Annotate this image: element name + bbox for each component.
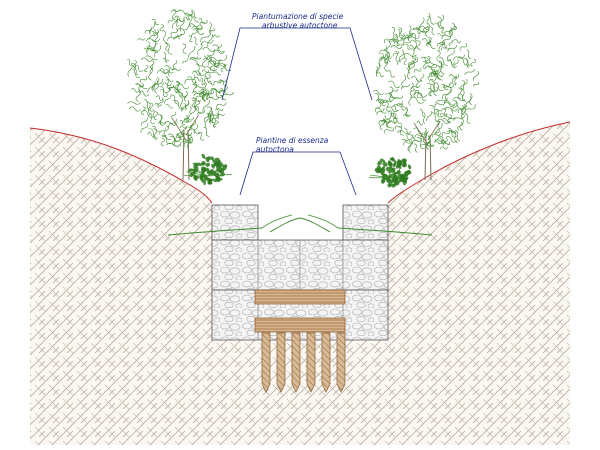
wooden-stake-icon bbox=[321, 332, 331, 393]
wooden-stake-icon bbox=[276, 332, 286, 393]
wooden-stake-icon bbox=[291, 332, 301, 393]
soil-section bbox=[29, 121, 571, 445]
wooden-stake-icon bbox=[261, 332, 271, 393]
label-shrubs: Piantumazione di specie arbustive autoct… bbox=[221, 12, 373, 101]
shrub-right bbox=[369, 157, 412, 188]
wooden-stake-icon bbox=[306, 332, 316, 393]
wood-log-lower bbox=[254, 317, 346, 333]
wooden-stake-icon bbox=[336, 332, 346, 393]
leader-shrubs bbox=[221, 27, 373, 101]
tree-icon bbox=[372, 12, 480, 181]
tree-left bbox=[127, 8, 235, 181]
label-shrubs-line1: Piantumazione di specie bbox=[252, 12, 344, 21]
stakes-group bbox=[261, 332, 346, 393]
tree-icon bbox=[127, 8, 235, 181]
label-plants-line2: autoctona bbox=[256, 145, 294, 154]
label-shrubs-line2: arbustive autoctone bbox=[262, 21, 338, 30]
shrub-left bbox=[184, 153, 232, 186]
label-plants: Piantine di essenza autoctona bbox=[239, 136, 357, 196]
gabion-structure bbox=[211, 204, 389, 341]
gabion-top-left bbox=[211, 204, 259, 241]
leader-plants bbox=[239, 151, 357, 196]
gabion-top-right bbox=[342, 204, 389, 241]
label-plants-line1: Piantine di essenza bbox=[256, 136, 329, 145]
ground-line bbox=[29, 127, 213, 204]
tree-right bbox=[372, 12, 480, 181]
wood-log-upper bbox=[254, 289, 346, 305]
cuttings bbox=[167, 214, 433, 236]
